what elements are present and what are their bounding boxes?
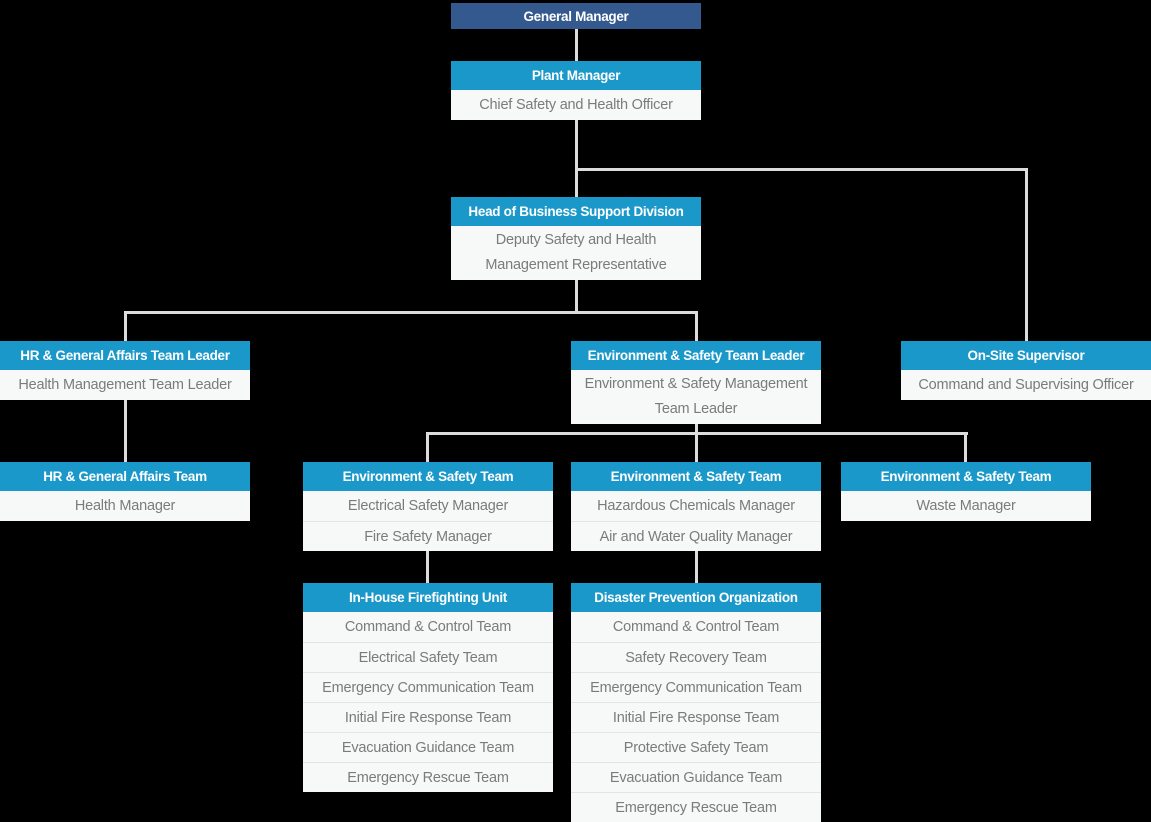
node-role: Environment & Safety Management Team Lea…	[571, 370, 821, 424]
node-role: Safety Recovery Team	[571, 642, 821, 672]
node-body: Deputy Safety and Health Management Repr…	[451, 226, 701, 280]
node-role: Electrical Safety Manager	[303, 491, 553, 521]
org-node-environment-safety-team-waste: Environment & Safety Team Waste Manager	[841, 462, 1091, 521]
node-title: Plant Manager	[451, 61, 701, 90]
node-role: Evacuation Guidance Team	[571, 762, 821, 792]
connector-plant-to-head	[575, 119, 578, 197]
connector-head-branch-horizontal	[124, 311, 696, 314]
org-node-environment-safety-team-electrical: Environment & Safety Team Electrical Saf…	[303, 462, 553, 551]
connector-env-branch-horizontal	[426, 432, 968, 435]
org-node-on-site-supervisor: On-Site Supervisor Command and Supervisi…	[901, 341, 1151, 400]
node-title: HR & General Affairs Team	[0, 462, 250, 491]
node-title: Environment & Safety Team	[303, 462, 553, 491]
node-role: Deputy Safety and Health Management Repr…	[451, 226, 701, 280]
org-node-environment-safety-team-chemicals: Environment & Safety Team Hazardous Chem…	[571, 462, 821, 551]
node-role: Initial Fire Response Team	[303, 702, 553, 732]
node-role: Protective Safety Team	[571, 732, 821, 762]
node-role: Emergency Communication Team	[571, 672, 821, 702]
connector-plant-to-onsite-horizontal	[575, 168, 1027, 171]
node-title: HR & General Affairs Team Leader	[0, 341, 250, 370]
org-node-plant-manager: Plant Manager Chief Safety and Health Of…	[451, 61, 701, 120]
connector-branch-to-hr-leader	[124, 311, 127, 341]
node-role: Waste Manager	[841, 491, 1091, 521]
connector-branch-to-env-leader	[695, 311, 698, 341]
node-role: Emergency Rescue Team	[571, 792, 821, 822]
node-title: Environment & Safety Team	[841, 462, 1091, 491]
node-body: Waste Manager	[841, 491, 1091, 521]
org-node-disaster-prevention-organization: Disaster Prevention Organization Command…	[571, 583, 821, 822]
connector-hr-leader-to-hr-team	[124, 400, 127, 462]
connector-env1-to-firefighting	[426, 551, 429, 583]
node-body: Health Manager	[0, 491, 250, 521]
connector-branch-to-env-team-3	[964, 432, 967, 462]
org-node-general-manager: General Manager	[451, 3, 701, 29]
node-role: Fire Safety Manager	[303, 521, 553, 551]
node-role: Command and Supervising Officer	[901, 370, 1151, 400]
connector-head-down	[575, 280, 578, 312]
node-title: Head of Business Support Division	[451, 197, 701, 226]
node-role: Electrical Safety Team	[303, 642, 553, 672]
org-node-hr-general-affairs-team: HR & General Affairs Team Health Manager	[0, 462, 250, 521]
node-role: Hazardous Chemicals Manager	[571, 491, 821, 521]
connector-branch-to-env-team-1	[426, 432, 429, 462]
org-node-head-of-business-support-division: Head of Business Support Division Deputy…	[451, 197, 701, 280]
node-role: Health Manager	[0, 491, 250, 521]
org-node-hr-general-affairs-team-leader: HR & General Affairs Team Leader Health …	[0, 341, 250, 400]
node-role: Health Management Team Leader	[0, 370, 250, 400]
node-body: Command and Supervising Officer	[901, 370, 1151, 400]
node-body: Chief Safety and Health Officer	[451, 90, 701, 120]
node-role: Command & Control Team	[303, 612, 553, 642]
node-role: Command & Control Team	[571, 612, 821, 642]
node-role: Emergency Rescue Team	[303, 762, 553, 792]
node-title: On-Site Supervisor	[901, 341, 1151, 370]
org-node-in-house-firefighting-unit: In-House Firefighting Unit Command & Con…	[303, 583, 553, 792]
node-title: Environment & Safety Team	[571, 462, 821, 491]
connector-general-to-plant	[575, 29, 578, 61]
node-role: Evacuation Guidance Team	[303, 732, 553, 762]
node-title: General Manager	[451, 3, 701, 29]
node-role: Emergency Communication Team	[303, 672, 553, 702]
node-title: In-House Firefighting Unit	[303, 583, 553, 612]
node-body: Electrical Safety Manager Fire Safety Ma…	[303, 491, 553, 551]
org-node-environment-safety-team-leader: Environment & Safety Team Leader Environ…	[571, 341, 821, 424]
connector-plant-to-onsite-vertical	[1025, 168, 1028, 341]
node-title: Environment & Safety Team Leader	[571, 341, 821, 370]
node-body: Hazardous Chemicals Manager Air and Wate…	[571, 491, 821, 551]
node-body: Environment & Safety Management Team Lea…	[571, 370, 821, 424]
connector-env2-to-disaster	[695, 551, 698, 583]
node-body: Health Management Team Leader	[0, 370, 250, 400]
node-body: Command & Control Team Safety Recovery T…	[571, 612, 821, 822]
node-body: Command & Control Team Electrical Safety…	[303, 612, 553, 792]
node-role: Chief Safety and Health Officer	[451, 90, 701, 120]
node-role: Air and Water Quality Manager	[571, 521, 821, 551]
connector-env-leader-down	[695, 424, 698, 462]
node-title: Disaster Prevention Organization	[571, 583, 821, 612]
node-role: Initial Fire Response Team	[571, 702, 821, 732]
